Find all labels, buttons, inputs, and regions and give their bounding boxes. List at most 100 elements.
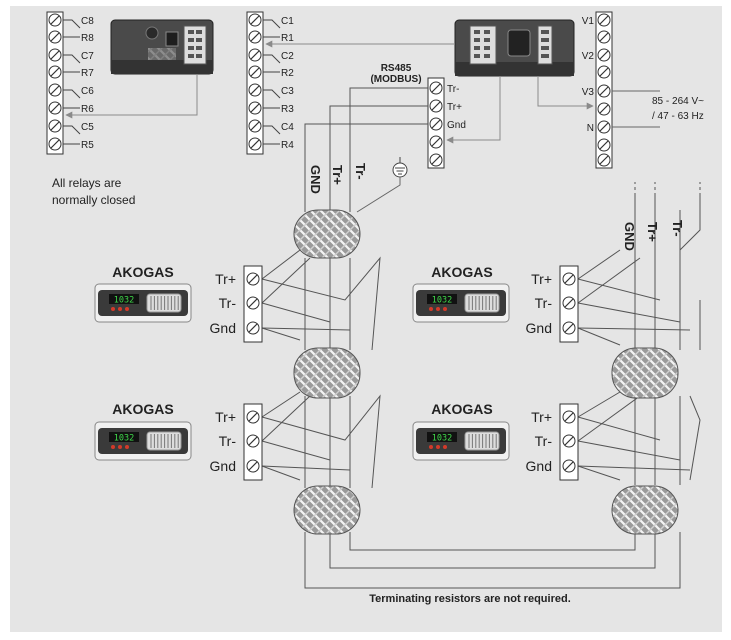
terminal-screw-icon [48,101,62,115]
terminal-screw-icon [248,30,262,44]
relay-note-line2: normally closed [52,193,135,207]
cable-sleeve [293,485,361,535]
terminal-screw-icon [597,102,611,116]
akogas-pin-label: Tr+ [531,409,552,425]
relay-terminal-block-left [46,11,64,155]
relay-label-mid: R2 [281,68,294,79]
power-voltage: 85 - 264 V~ [652,96,704,107]
cable-sleeve [293,347,361,399]
terminal-screw-icon [48,30,62,44]
relay-label-mid: C4 [281,122,294,133]
bus-label-trminus-right: Tr- [670,220,685,237]
rs485-title: RS485 [381,63,412,74]
akogas-pin-label: Gnd [210,320,236,336]
akogas-brand: AKOGAS [112,401,173,417]
terminal-screw-icon [248,83,262,97]
power-terminal-label: V2 [582,51,595,62]
power-terminal-block [595,11,613,169]
akogas-labels: Tr+Tr-GndAKOGASTr+Tr-GndAKOGASTr+Tr-GndA… [112,264,552,474]
terminal-screw-icon [597,138,611,152]
rs485-terminal-label: Tr- [447,84,459,95]
terminal-screw-icon [429,99,443,113]
rs485-terminal-label: Gnd [447,120,466,131]
terminal-screw-icon [248,65,262,79]
terminal-screw-icon [48,13,62,27]
relay-note-line1: All relays are [52,176,122,190]
terminal-screw-icon [248,119,262,133]
cable-sleeve [611,347,679,399]
terminal-screw-icon [429,117,443,131]
bus-label-gnd-right: GND [622,222,637,251]
akogas-device: 1032 [412,283,510,323]
terminal-screw-icon [597,120,611,134]
akogas-brand: AKOGAS [431,264,492,280]
power-terminal-label: N [587,123,594,134]
akogas-display-value: 1032 [432,434,452,444]
relay-label-left: R5 [81,140,94,151]
akogas-brand: AKOGAS [112,264,173,280]
akogas-pin-label: Tr- [219,433,237,449]
akogas-pin-label: Tr- [535,295,553,311]
relay-terminal-block-mid [246,11,264,155]
bus-wires [261,87,701,589]
terminal-screw-icon [597,84,611,98]
relay-label-mid: C3 [281,86,294,97]
relay-label-left: R6 [81,104,94,115]
relay-label-left: R8 [81,33,94,44]
akogas-pin-label: Tr+ [215,271,236,287]
terminal-screw-icon [48,83,62,97]
relay-label-left: C8 [81,16,94,27]
terminal-screw-icon [246,321,260,335]
terminal-screw-icon [246,272,260,286]
rs485-terminal-label: Tr+ [447,102,462,113]
terminal-screw-icon [597,153,611,167]
akogas-pin-label: Tr+ [531,271,552,287]
terminal-screw-icon [429,81,443,95]
power-terminal-label: V3 [582,87,595,98]
akogas-display-value: 1032 [432,296,452,306]
relay-label-left: C5 [81,122,94,133]
controller-module [454,19,575,77]
relay-contacts [63,19,281,145]
terminal-screw-icon [597,13,611,27]
akogas-pin-label: Gnd [526,320,552,336]
akogas-device: 1032 [412,421,510,461]
akogas-pin-label: Gnd [210,458,236,474]
akogas-device: 1032 [94,283,192,323]
power-wires [612,90,660,128]
relay-label-mid: C1 [281,16,294,27]
terminal-screw-icon [562,434,576,448]
bus-label-trplus-right: Tr+ [645,222,660,242]
bus-label-trminus-left: Tr- [353,163,368,180]
cable-sleeve [611,485,679,535]
terminal-screw-icon [562,410,576,424]
power-frequency: / 47 - 63 Hz [652,111,704,122]
terminal-screw-icon [48,137,62,151]
bus-label-trplus-left: Tr+ [330,165,345,185]
terminal-screw-icon [429,153,443,167]
terminal-screw-icon [48,48,62,62]
terminal-screw-icon [562,321,576,335]
terminal-screw-icon [597,30,611,44]
akogas-display-value: 1032 [114,434,134,444]
akogas-pin-label: Tr- [535,433,553,449]
relay-label-left: R7 [81,68,94,79]
relay-label-left: C6 [81,86,94,97]
relay-label-mid: R1 [281,33,294,44]
akogas-pin-label: Tr+ [215,409,236,425]
terminal-screw-icon [246,459,260,473]
bus-continuation [634,182,701,196]
terminal-screw-icon [246,434,260,448]
akogas-devices: 1032 1032 1032 1032 [94,283,510,461]
terminal-screw-icon [597,65,611,79]
relay-label-mid: R3 [281,104,294,115]
akogas-device: 1032 [94,421,192,461]
terminal-screw-icon [562,459,576,473]
cable-sleeves [293,209,679,535]
terminal-screw-icon [248,137,262,151]
signal-arrows [65,40,594,144]
terminal-screw-icon [248,48,262,62]
